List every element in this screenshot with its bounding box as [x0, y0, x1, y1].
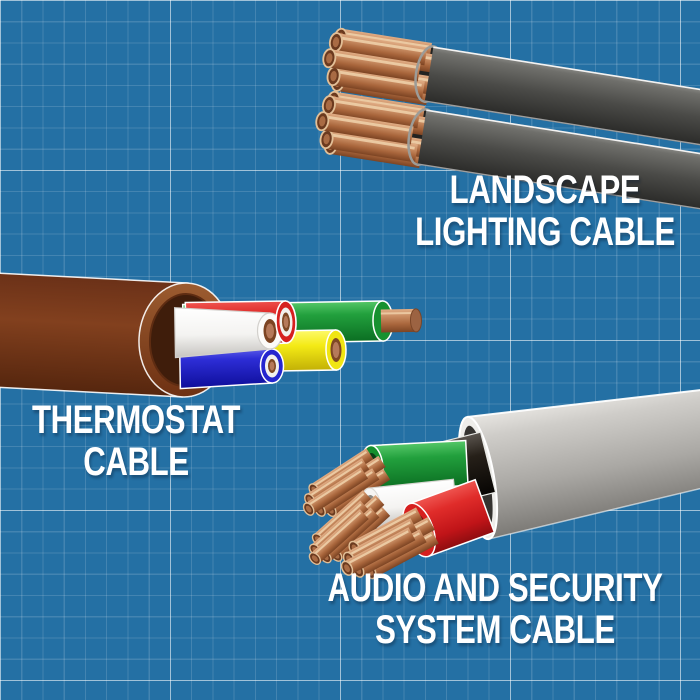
landscape-label-line1: LANDSCAPE: [449, 168, 641, 212]
thermostat-cable: [0, 271, 422, 398]
audio-security-cable: [300, 387, 700, 582]
thermostat-wire-red-face: [275, 300, 297, 344]
thermostat-label-line1: THERMOSTAT: [31, 398, 241, 442]
audio-label-line2: SYSTEM CABLE: [375, 608, 615, 652]
audio-wire-red: [338, 478, 496, 582]
thermostat-wire-white: [173, 307, 284, 359]
thermostat-label-line2: CABLE: [83, 440, 189, 484]
audio-wire-green: [300, 439, 469, 519]
landscape-lighting-cable-label: LANDSCAPE LIGHTING CABLE: [415, 168, 675, 253]
audio-security-cable-label: AUDIO AND SECURITY SYSTEM CABLE: [327, 567, 662, 652]
thermostat-cable-label: THERMOSTAT CABLE: [31, 398, 241, 484]
audio-label-line1: AUDIO AND SECURITY: [327, 566, 663, 610]
landscape-label-line2: LIGHTING CABLE: [415, 210, 675, 254]
thermostat-wire-blue: [178, 345, 285, 390]
